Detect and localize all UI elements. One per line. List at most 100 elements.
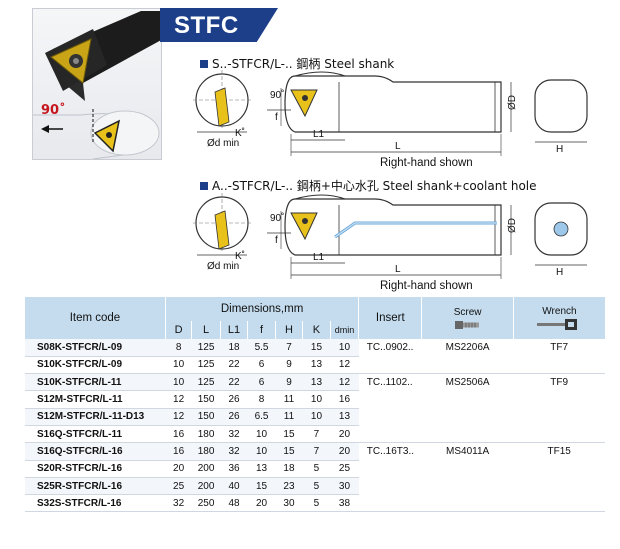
screw-cell: MS4011A <box>421 442 514 513</box>
f-cell: 13 <box>247 460 276 478</box>
f-cell: 6 <box>247 373 276 392</box>
d-cell: 12 <box>165 408 192 426</box>
boring-bar-illustration <box>33 11 161 159</box>
item-code-cell: S12M-STFCR/L-11-D13 <box>25 408 166 426</box>
k-cell: 13 <box>302 373 331 392</box>
section1-caption: S..-STFCR/L-.. 鋼柄 Steel shank <box>200 55 394 72</box>
section2-k-label: K˚ <box>235 250 245 262</box>
h-cell: 7 <box>275 339 303 357</box>
k-cell: 13 <box>302 356 331 375</box>
section1-note: Right-hand shown <box>380 157 473 169</box>
section2-l1-label: L1 <box>313 252 325 263</box>
l-cell: 125 <box>191 373 221 392</box>
f-cell: 6.5 <box>247 408 276 426</box>
dmin-cell: 25 <box>330 460 359 478</box>
f-cell: 20 <box>247 494 276 513</box>
wrench-cell: TF15 <box>513 442 605 513</box>
l1-cell: 26 <box>220 408 248 426</box>
f-cell: 10 <box>247 425 276 444</box>
d-cell: 16 <box>165 425 192 444</box>
l1-cell: 22 <box>220 373 248 392</box>
f-cell: 5.5 <box>247 339 276 357</box>
item-code-cell: S16Q-STFCR/L-11 <box>25 425 166 444</box>
dmin-cell: 20 <box>330 425 359 444</box>
item-code-cell: S25R-STFCR/L-16 <box>25 477 166 496</box>
series-badge: STFC <box>160 8 278 42</box>
h-cell: 11 <box>275 390 303 409</box>
table-row: S32S-STFCR/L-16 32 250 48 20 30 5 38 <box>25 494 605 513</box>
header-l1: L1 <box>219 321 248 339</box>
screw-icon <box>454 320 479 329</box>
l-cell: 150 <box>191 408 221 426</box>
dmin-cell: 12 <box>330 373 359 392</box>
k-cell: 10 <box>302 390 331 409</box>
d-cell: 25 <box>165 477 192 496</box>
l1-cell: 48 <box>220 494 248 513</box>
dmin-cell: 38 <box>330 494 359 513</box>
h-cell: 9 <box>275 373 303 392</box>
item-code-cell: S12M-STFCR/L-11 <box>25 390 166 409</box>
l1-cell: 40 <box>220 477 248 496</box>
f-cell: 10 <box>247 442 276 461</box>
k-cell: 10 <box>302 408 331 426</box>
l-cell: 180 <box>191 442 221 461</box>
item-code-cell: S16Q-STFCR/L-16 <box>25 442 166 461</box>
section1-caption-text: S..-STFCR/L-.. 鋼柄 Steel shank <box>212 57 395 71</box>
header-wrench: Wrench <box>512 297 605 339</box>
section1-f-label: f <box>275 112 278 123</box>
l1-cell: 26 <box>220 390 248 409</box>
dmin-cell: 13 <box>330 408 359 426</box>
k-cell: 5 <box>302 477 331 496</box>
section1-l-label: L <box>395 141 401 152</box>
f-cell: 8 <box>247 390 276 409</box>
header-screw: Screw <box>421 297 514 339</box>
header-dimensions: Dimensions,mm <box>164 297 359 321</box>
section1-d-label: ØD <box>507 95 518 110</box>
section1-k-label: K˚ <box>235 127 245 139</box>
header-l: L <box>191 321 221 339</box>
k-cell: 5 <box>302 494 331 513</box>
k-cell: 7 <box>302 442 331 461</box>
header-wrench-label: Wrench <box>542 305 577 317</box>
table-row: S16Q-STFCR/L-16 16 180 32 10 15 7 20 TC.… <box>25 442 605 513</box>
screw-cell: MS2506A <box>421 373 514 444</box>
h-cell: 9 <box>275 356 303 375</box>
screw-cell: MS2206A <box>421 339 514 375</box>
angle-label: 90˚ <box>41 103 66 118</box>
table-row: S08K-STFCR/L-09 8 125 18 5.5 7 15 10 TC.… <box>25 339 605 375</box>
k-cell: 7 <box>302 425 331 444</box>
table-row: S20R-STFCR/L-16 20 200 36 13 18 5 25 <box>25 460 605 478</box>
dmin-cell: 12 <box>330 356 359 375</box>
section2-d-label: ØD <box>507 218 518 233</box>
section1-h-label: H <box>556 144 563 155</box>
l1-cell: 32 <box>220 442 248 461</box>
table-row: S12M-STFCR/L-11 12 150 26 8 11 10 16 <box>25 390 605 409</box>
spec-table: Item code Dimensions,mm Insert Screw <box>25 297 605 513</box>
product-photo: 90˚ <box>32 8 162 160</box>
header-insert: Insert <box>358 297 422 339</box>
section2-l-label: L <box>395 264 401 275</box>
item-code-cell: S20R-STFCR/L-16 <box>25 460 166 478</box>
section1-drawing: Ød min K˚ 90˚ f L1 L ØD H <box>193 70 588 156</box>
header-k: K <box>302 321 331 339</box>
l-cell: 200 <box>191 477 221 496</box>
wrench-cell: TF9 <box>513 373 605 444</box>
h-cell: 23 <box>275 477 303 496</box>
insert-cell: TC..1102.. <box>358 373 422 444</box>
section2-dmin-label: Ød min <box>207 261 239 272</box>
d-cell: 32 <box>165 494 192 513</box>
header-dmin: dmin <box>329 321 359 339</box>
dmin-cell: 16 <box>330 390 359 409</box>
item-code-cell: S32S-STFCR/L-16 <box>25 494 166 513</box>
l1-cell: 36 <box>220 460 248 478</box>
table-row: S12M-STFCR/L-11-D13 12 150 26 6.5 11 10 … <box>25 408 605 426</box>
d-cell: 12 <box>165 390 192 409</box>
l-cell: 250 <box>191 494 221 513</box>
item-code-cell: S10K-STFCR/L-09 <box>25 356 166 375</box>
wrench-icon <box>537 318 578 330</box>
d-cell: 10 <box>165 356 192 375</box>
section1-dmin-label: Ød min <box>207 138 239 149</box>
insert-cell: TC..0902.. <box>358 339 422 375</box>
l-cell: 150 <box>191 390 221 409</box>
l-cell: 180 <box>191 425 221 444</box>
